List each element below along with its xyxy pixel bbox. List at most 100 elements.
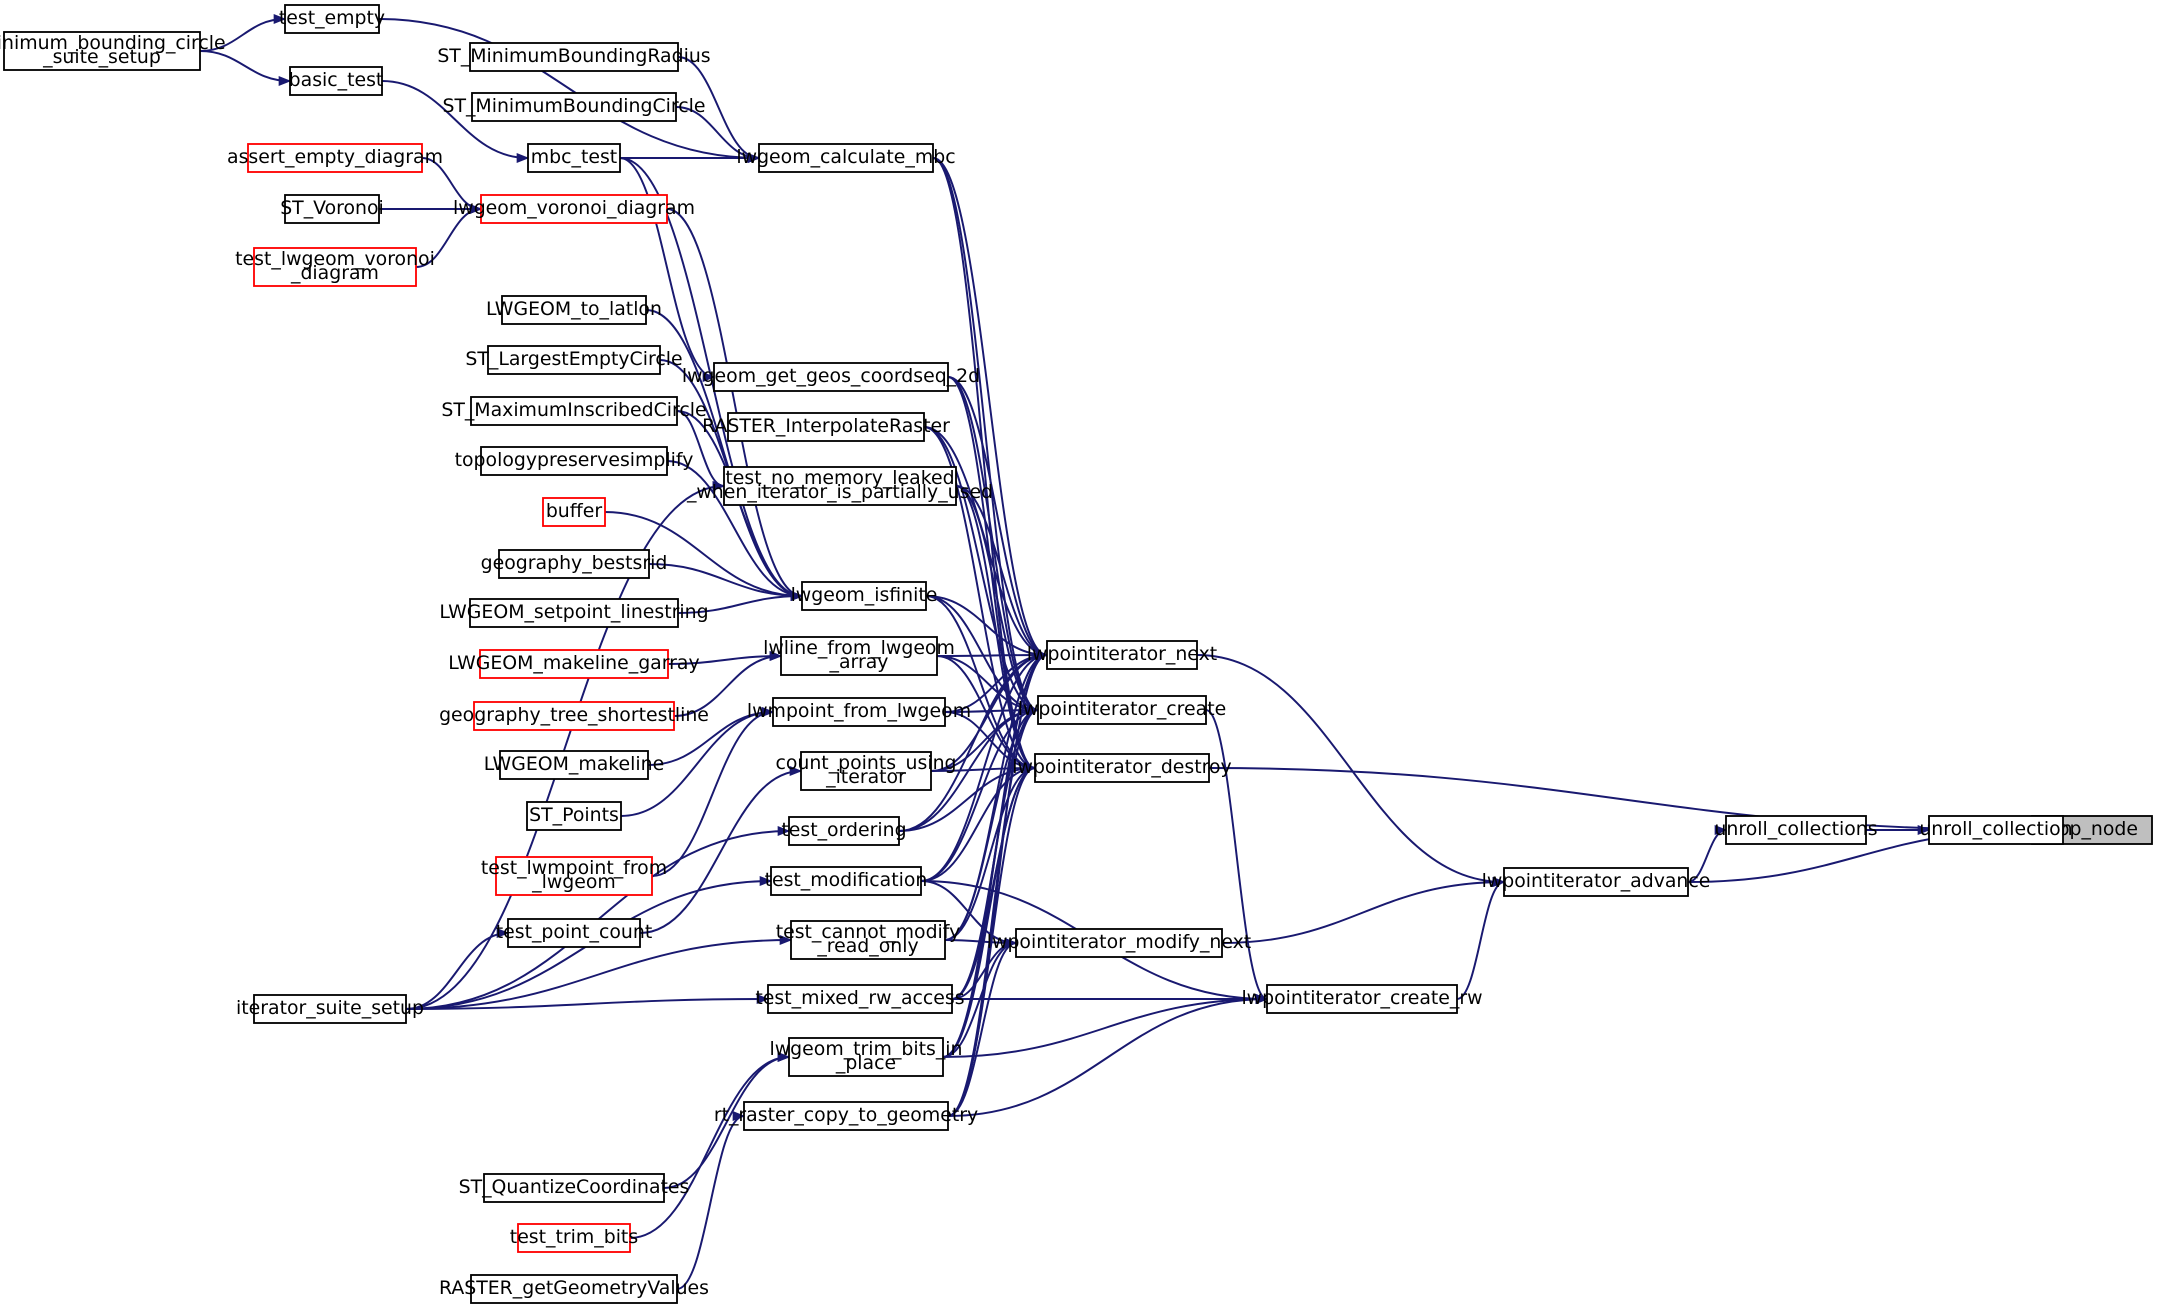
node-box (470, 1274, 678, 1304)
node-box (526, 801, 622, 831)
call-edge (1221, 876, 1506, 944)
node-label: mbc_test (531, 146, 617, 168)
node-assert-empty-diagram[interactable]: assert_empty_diagram (227, 143, 443, 173)
node-label: lwgeom_isfinite (791, 584, 938, 606)
node-raster-interpolateraster[interactable]: RASTER_InterpolateRaster (702, 412, 950, 442)
node-label: RASTER_getGeometryValues (439, 1277, 709, 1299)
node-box (758, 143, 934, 173)
node-unroll-collections[interactable]: unroll_collections (1714, 815, 1878, 845)
node-geography-bestsrid[interactable]: geography_bestsrid (481, 549, 668, 579)
node-st-minimumboundingradius[interactable]: ST_MinimumBoundingRadius (437, 42, 711, 72)
call-edge (932, 157, 1049, 660)
node-label: LWGEOM_to_latlon (486, 298, 662, 320)
node-box (780, 636, 938, 676)
node-label: lwpointiterator_next (1027, 643, 1217, 665)
node-lwpointiterator-create[interactable]: lwpointiterator_create (1018, 695, 1226, 725)
node-box (469, 42, 679, 72)
node-box (247, 143, 423, 173)
node-buffer[interactable]: buffer (542, 497, 606, 527)
node-test-empty[interactable]: test_empty (279, 4, 385, 34)
node-test-ordering[interactable]: test_ordering (781, 816, 907, 846)
call-edge (936, 649, 1049, 661)
node-label: geography_tree_shortestline (439, 704, 709, 726)
node-lwgeom-voronoi-diagram[interactable]: lwgeom_voronoi_diagram (453, 194, 695, 224)
node-label: test_empty (279, 7, 385, 29)
node-box (1503, 867, 1689, 897)
node-test-mixed-rw-access[interactable]: test_mixed_rw_access (755, 984, 965, 1014)
node-box (1266, 984, 1458, 1014)
node-box (790, 920, 946, 960)
node-lwline-from-lwgeom-array[interactable]: lwline_from_lwgeom_array (763, 636, 955, 676)
node-box (479, 649, 669, 679)
node-lwgeom-trim-bits-in-place[interactable]: lwgeom_trim_bits_in_place (770, 1037, 963, 1077)
call-edge (1208, 767, 2034, 836)
node-raster-getgeometryvalues[interactable]: RASTER_getGeometryValues (439, 1274, 709, 1304)
node-lwpointiterator-create-rw[interactable]: lwpointiterator_create_rw (1241, 984, 1483, 1014)
node-test-modification[interactable]: test_modification (765, 866, 928, 896)
node-box (527, 143, 621, 173)
node-lwmpoint-from-lwgeom[interactable]: lwmpoint_from_lwgeom (747, 697, 971, 727)
node-st-points[interactable]: ST_Points (526, 801, 622, 831)
node-lwgeom-makeline[interactable]: LWGEOM_makeline (484, 750, 664, 780)
node-lwpointiterator-modify-next[interactable]: lwpointiterator_modify_next (987, 928, 1251, 958)
node-lwgeom-setpoint-linestring[interactable]: LWGEOM_setpoint_linestring (439, 598, 709, 628)
call-edge (676, 1111, 746, 1290)
node-iterator-suite-setup[interactable]: iterator_suite_setup (236, 994, 424, 1024)
node-minimum-bounding-circle-suite-setup[interactable]: minimum_bounding_circle_suite_setup (0, 31, 226, 71)
node-st-maximuminscribedcircle[interactable]: ST_MaximumInscribedCircle (441, 396, 707, 426)
node-box (469, 598, 679, 628)
node-box (501, 295, 647, 325)
node-test-cannot-modify-read-only[interactable]: test_cannot_modify_read_only (776, 920, 961, 960)
call-edge (947, 763, 1037, 1117)
node-lwgeom-get-geos-coordseq-2d[interactable]: lwgeom_get_geos_coordseq_2d (682, 362, 980, 392)
node-box (1037, 695, 1207, 725)
node-box (542, 497, 606, 527)
node-test-trim-bits[interactable]: test_trim_bits (510, 1223, 638, 1253)
node-lwpointiterator-next[interactable]: lwpointiterator_next (1027, 640, 1217, 670)
node-st-quantizecoordinates[interactable]: ST_QuantizeCoordinates (459, 1173, 690, 1203)
node-box (495, 856, 653, 896)
node-label: count_points_using (775, 752, 956, 774)
node-label: ST_MinimumBoundingRadius (437, 45, 710, 67)
node-label: minimum_bounding_circle (0, 32, 226, 54)
node-test-point-count[interactable]: test_point_count (496, 918, 653, 948)
call-edge (666, 460, 804, 602)
call-edge (677, 56, 761, 164)
node-box (480, 194, 668, 224)
node-basic-test[interactable]: basic_test (289, 66, 384, 96)
node-lwpointiterator-destroy[interactable]: lwpointiterator_destroy (1012, 753, 1232, 783)
node-st-largestemptycircle[interactable]: ST_LargestEmptyCircle (465, 345, 683, 375)
node-test-no-memory-leaked[interactable]: test_no_memory_leaked_when_iterator_is_p… (686, 466, 993, 506)
node-lwgeom-isfinite[interactable]: lwgeom_isfinite (791, 581, 938, 611)
node-lwgeom-makeline-garray[interactable]: LWGEOM_makeline_garray (448, 649, 700, 679)
node-label: pop_node (2046, 818, 2138, 840)
node-topologypreservesimplify[interactable]: topologypreservesimplify (455, 446, 694, 476)
call-edge (925, 595, 1037, 773)
node-unroll-collection[interactable]: unroll_collection (1919, 815, 2073, 845)
node-mbc-test[interactable]: mbc_test (527, 143, 621, 173)
node-label: test_lwmpoint_from (481, 857, 667, 879)
node-st-voronoi[interactable]: ST_Voronoi (280, 194, 384, 224)
node-lwgeom-to-latlon[interactable]: LWGEOM_to_latlon (486, 295, 662, 325)
node-box (801, 581, 927, 611)
node-lwgeom-calculate-mbc[interactable]: lwgeom_calculate_mbc (736, 143, 956, 173)
call-edge (898, 762, 1037, 832)
node-label: _read_only (816, 935, 918, 957)
call-edge (1196, 654, 1506, 888)
node-label: _when_iterator_is_partially_used (686, 481, 993, 503)
node-box (1015, 928, 1223, 958)
node-st-minimumboundingcircle[interactable]: ST_MinimumBoundingCircle (442, 92, 706, 122)
node-box (1046, 640, 1198, 670)
node-rt-raster-copy-to-geometry[interactable]: rt_raster_copy_to_geometry (714, 1101, 978, 1131)
node-lwpointiterator-advance[interactable]: lwpointiterator_advance (1482, 867, 1711, 897)
node-test-lwgeom-voronoi-diagram[interactable]: test_lwgeom_voronoi_diagram (235, 247, 435, 287)
node-label: lwgeom_calculate_mbc (736, 146, 955, 168)
node-test-lwmpoint-from-lwgeom[interactable]: test_lwmpoint_from_lwgeom (481, 856, 667, 896)
call-edge (675, 106, 761, 164)
call-edge (947, 376, 1049, 660)
node-label: test_lwgeom_voronoi (235, 248, 435, 270)
node-geography-tree-shortestline[interactable]: geography_tree_shortestline (439, 701, 709, 731)
call-edge (944, 705, 1040, 941)
node-count-points-using-iterator[interactable]: count_points_using_iterator (775, 751, 957, 791)
node-box (713, 362, 949, 392)
